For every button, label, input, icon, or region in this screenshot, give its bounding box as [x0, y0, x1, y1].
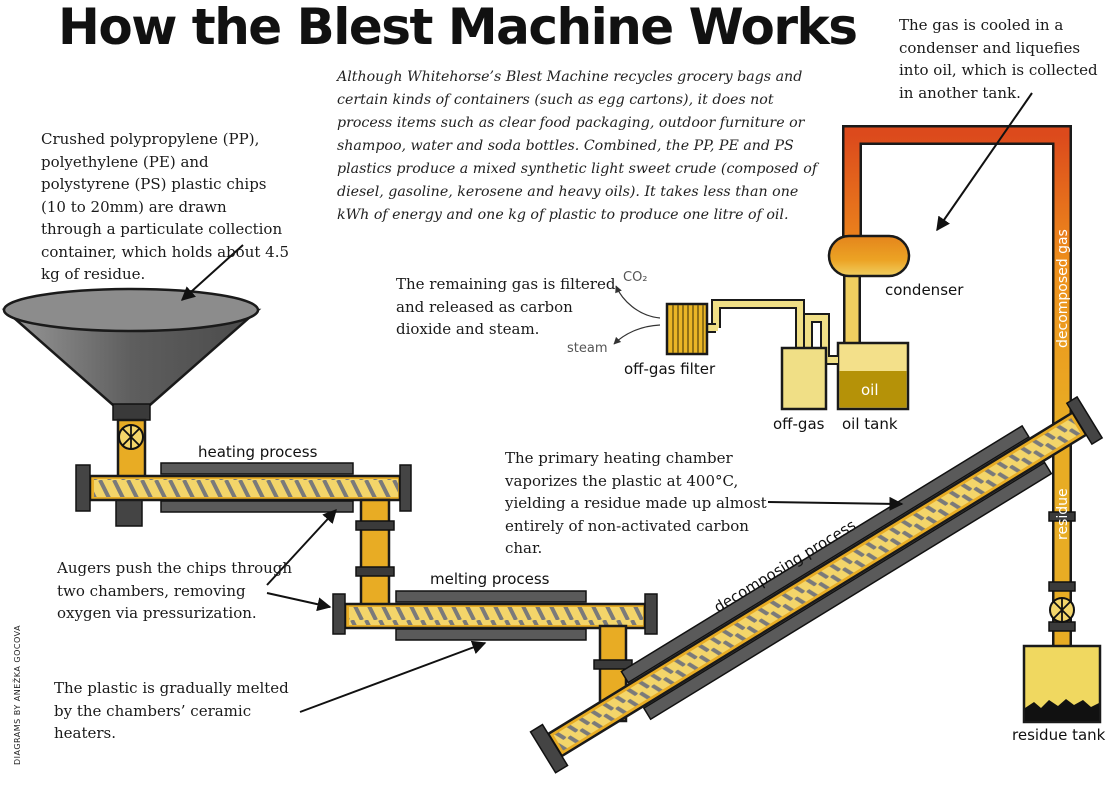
label-decomposed-gas: decomposed gas — [1055, 229, 1071, 348]
decomposed-gas-pipe — [842, 125, 1072, 420]
condenser — [827, 234, 911, 345]
off-gas-tank — [780, 346, 828, 411]
note-hopper: Crushed polypropylene (PP), polyethylene… — [41, 130, 290, 283]
intro-paragraph: Although Whitehorse’s Blest Machine recy… — [337, 69, 818, 223]
label-oil: oil — [861, 381, 879, 399]
note-condenser: The gas is cooled in a condenser and liq… — [899, 16, 1098, 102]
off-gas-filter — [665, 302, 709, 356]
oil-tank — [836, 341, 910, 411]
page-title: How the Blest Machine Works — [58, 0, 858, 56]
label-residue-tank: residue tank — [1012, 726, 1106, 744]
note-filter: The remaining gas is filtered and releas… — [396, 275, 616, 338]
label-heating-process: heating process — [198, 443, 318, 461]
note-augers: Augers push the chips through two chambe… — [57, 559, 293, 622]
label-steam: steam — [567, 341, 608, 356]
note-melt: The plastic is gradually melted by the c… — [54, 679, 289, 742]
label-co2: CO₂ — [623, 270, 648, 285]
decomposing-chamber — [529, 395, 1104, 774]
heating-chamber — [75, 462, 412, 612]
label-off-gas-filter: off-gas filter — [624, 360, 716, 378]
note-primary: The primary heating chamber vaporizes th… — [505, 449, 767, 557]
label-oil-tank: oil tank — [842, 415, 898, 433]
label-condenser: condenser — [885, 281, 964, 299]
residue-tank — [1022, 644, 1102, 724]
residue-pipe — [1048, 420, 1076, 650]
label-melting-process: melting process — [430, 570, 550, 588]
filter-exhaust-arrows — [613, 285, 661, 345]
label-off-gas: off-gas — [773, 415, 825, 433]
credit-line: DIAGRAMS BY ANEŽKA GOCOVA — [13, 624, 22, 765]
melting-chamber — [332, 590, 658, 723]
leader-arrows — [180, 92, 1033, 713]
label-residue: residue — [1055, 488, 1071, 540]
